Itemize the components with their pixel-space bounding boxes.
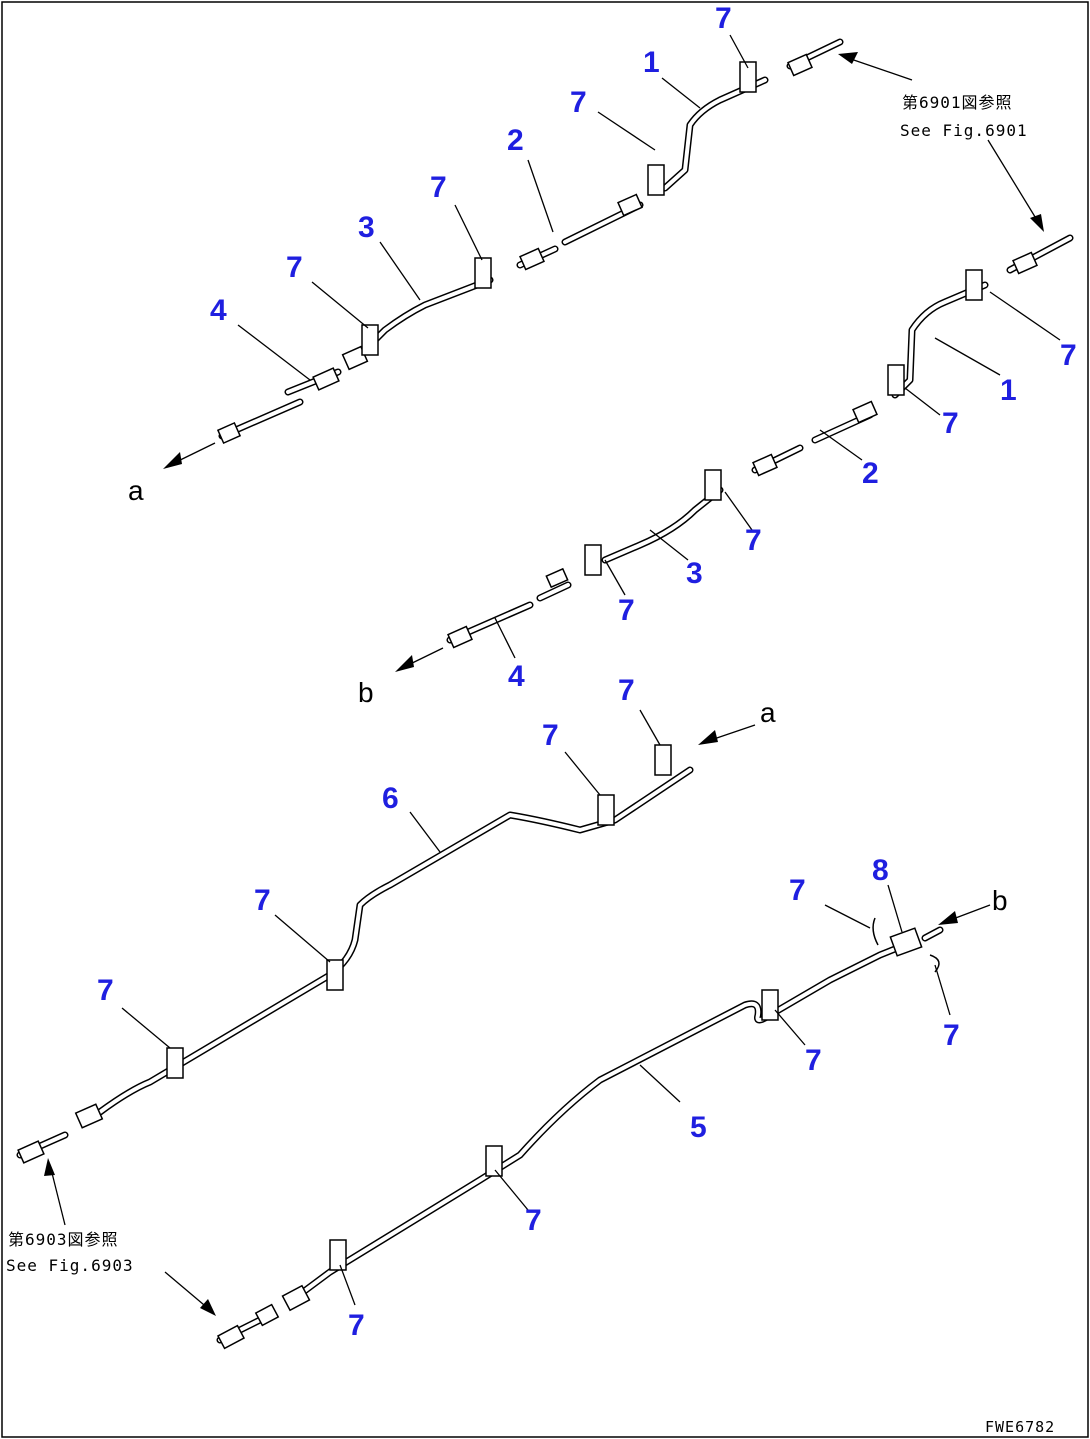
part-label-7: 7 <box>942 407 959 440</box>
part-label-6: 6 <box>382 782 399 815</box>
part-label-7: 7 <box>745 524 762 557</box>
connection-labels: a b a b <box>128 475 1008 916</box>
connection-label-a: a <box>128 475 144 506</box>
part-label-7: 7 <box>525 1204 542 1237</box>
clamp <box>654 744 672 776</box>
clamp <box>647 164 665 196</box>
clamp <box>739 61 757 93</box>
part-label-7: 7 <box>943 1019 960 1052</box>
part-label-7: 7 <box>430 171 447 204</box>
part-label-7: 7 <box>254 884 271 917</box>
part-label-2: 2 <box>862 457 879 490</box>
reference-top-right-jp: 第6901図参照 <box>902 93 1013 112</box>
pipe-run-5 <box>216 917 944 1350</box>
part-label-8: 8 <box>872 854 889 887</box>
part-label-7: 7 <box>789 874 806 907</box>
part-label-1: 1 <box>1000 374 1017 407</box>
reference-bottom-left-en: See Fig.6903 <box>6 1256 134 1275</box>
clamp <box>474 257 492 289</box>
part-label-7: 7 <box>618 674 635 707</box>
part-label-7: 7 <box>805 1044 822 1077</box>
part-label-7: 7 <box>618 594 635 627</box>
pipe-run-middle <box>446 234 1074 649</box>
pipe-run-upper <box>216 38 844 445</box>
part-label-7: 7 <box>542 719 559 752</box>
clamp <box>597 794 615 826</box>
reference-bottom-left-jp: 第6903図参照 <box>8 1230 119 1249</box>
clamp <box>166 1047 184 1079</box>
clamp <box>485 1145 503 1177</box>
connection-label-b: b <box>358 677 374 708</box>
part-label-7: 7 <box>715 2 732 35</box>
clamp <box>704 469 722 501</box>
clamp <box>965 269 983 301</box>
reference-notes: 第6901図参照 See Fig.6901 第6903図参照 See Fig.6… <box>6 93 1028 1275</box>
part-label-3: 3 <box>358 211 375 244</box>
clamp <box>761 989 779 1021</box>
reference-top-right-en: See Fig.6901 <box>900 121 1028 140</box>
part-label-7: 7 <box>286 251 303 284</box>
part-label-7: 7 <box>1060 339 1077 372</box>
part-label-5: 5 <box>690 1111 707 1144</box>
clamp <box>329 1239 347 1271</box>
part-label-7: 7 <box>348 1309 365 1342</box>
part-label-7: 7 <box>570 86 587 119</box>
clamp <box>326 959 344 991</box>
part-8-fitting <box>889 927 923 957</box>
part-label-4: 4 <box>210 294 227 327</box>
part-label-7: 7 <box>97 974 114 1007</box>
clamp <box>584 544 602 576</box>
part-label-2: 2 <box>507 124 524 157</box>
clamp <box>361 324 379 356</box>
part-number-labels: 7 1 7 2 7 3 7 4 7 1 7 2 7 3 7 4 7 7 6 7 … <box>97 2 1077 1342</box>
drawing-code: FWE6782 <box>985 1418 1055 1436</box>
clamp <box>887 364 905 396</box>
pipe-run-6 <box>16 744 694 1164</box>
connection-label-a: a <box>760 697 776 728</box>
part-label-3: 3 <box>686 557 703 590</box>
connection-label-b: b <box>992 885 1008 916</box>
part-label-4: 4 <box>508 660 525 693</box>
part-label-1: 1 <box>643 46 660 79</box>
